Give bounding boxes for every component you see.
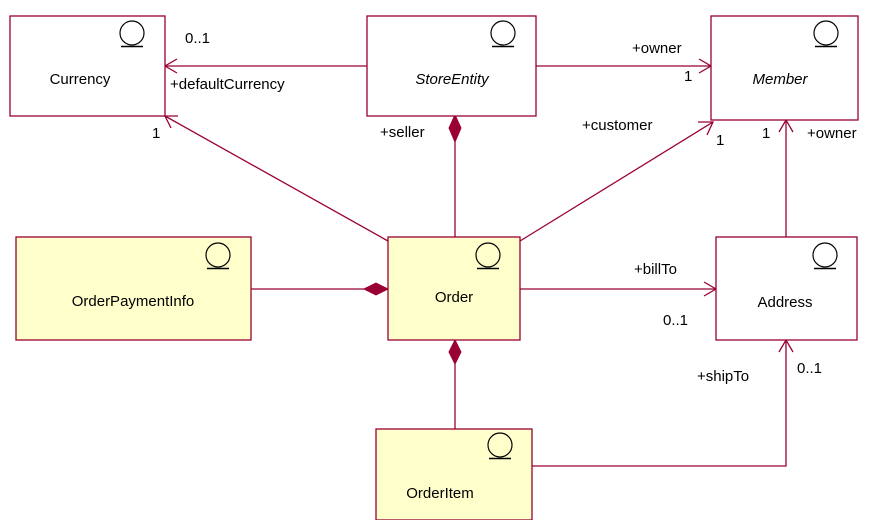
class-order[interactable]: Order	[387, 236, 521, 341]
order-address-multiplicity: 0..1	[663, 312, 688, 329]
member-arrowhead-from-order	[698, 121, 715, 136]
class-currency-name: Currency	[50, 71, 111, 88]
class-order-box	[387, 236, 521, 341]
class-address-name: Address	[757, 294, 812, 311]
store-member-multiplicity: 1	[684, 68, 692, 85]
association-labels: 0..1 +defaultCurrency +owner 1 1 +seller…	[152, 30, 857, 385]
order-composition-diamond-bottom	[448, 338, 462, 366]
class-order-payment-info-name: OrderPaymentInfo	[72, 293, 195, 310]
order-address-role: +billTo	[634, 261, 677, 278]
class-address[interactable]: Address	[715, 236, 858, 341]
orderitem-address-multiplicity: 0..1	[797, 360, 822, 377]
class-store-entity[interactable]: StoreEntity	[366, 15, 537, 117]
association-lines	[164, 65, 787, 467]
store-currency-multiplicity: 0..1	[185, 30, 210, 47]
order-to-member-line	[519, 121, 714, 242]
class-store-entity-box	[366, 15, 537, 117]
class-order-name: Order	[435, 289, 473, 306]
store-member-role: +owner	[632, 40, 682, 57]
order-member-multiplicity: 1	[716, 132, 724, 149]
order-to-currency-line	[164, 115, 389, 242]
order-composition-diamond-left	[362, 282, 390, 296]
orderitem-to-address-line	[532, 340, 787, 467]
class-member-name: Member	[752, 71, 808, 88]
class-member[interactable]: Member	[710, 15, 859, 121]
class-store-entity-name: StoreEntity	[415, 71, 490, 88]
order-currency-multiplicity: 1	[152, 125, 160, 142]
class-member-box	[710, 15, 859, 121]
order-member-role: +customer	[582, 117, 652, 134]
orderitem-address-role: +shipTo	[697, 368, 749, 385]
class-order-item[interactable]: OrderItem	[375, 428, 533, 520]
store-composition-diamond	[448, 113, 462, 144]
class-currency-box	[9, 15, 166, 117]
class-currency[interactable]: Currency	[9, 15, 166, 117]
address-member-multiplicity: 1	[762, 125, 770, 142]
class-address-box	[715, 236, 858, 341]
class-order-item-box	[375, 428, 533, 520]
store-order-role: +seller	[380, 124, 425, 141]
class-order-payment-info[interactable]: OrderPaymentInfo	[15, 236, 252, 341]
address-member-role: +owner	[807, 125, 857, 142]
composition-diamonds	[362, 113, 462, 366]
store-currency-role: +defaultCurrency	[170, 76, 285, 93]
class-order-item-name: OrderItem	[406, 485, 474, 502]
class-order-payment-info-box	[15, 236, 252, 341]
